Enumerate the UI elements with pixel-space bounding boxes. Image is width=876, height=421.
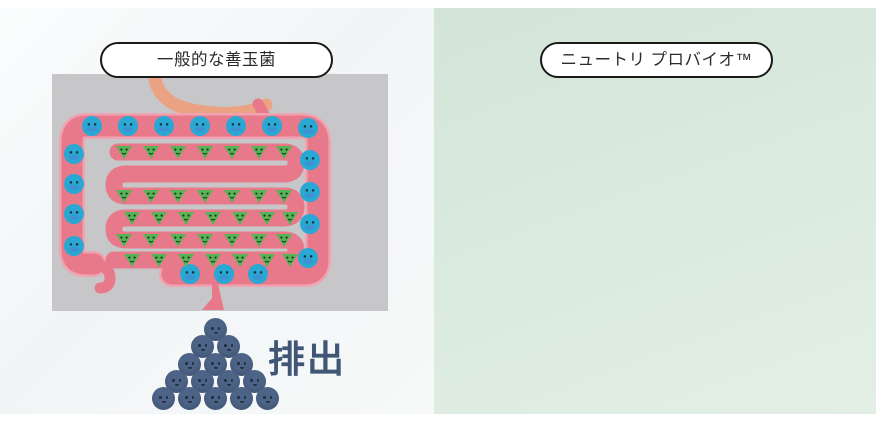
bacteria-blob — [178, 353, 201, 376]
bacteria-blob — [191, 370, 214, 393]
intestine-diagram-generic — [59, 74, 331, 310]
bacteria-blob — [191, 335, 214, 358]
nutri-probio-title-text: ニュートリ プロバイオ™ — [560, 50, 753, 69]
discharged-bacteria-pyramid — [150, 318, 280, 410]
bacteria-blob — [204, 387, 227, 410]
bacteria-blob — [204, 318, 227, 341]
bacteria-blob — [217, 370, 240, 393]
generic-intestine-illustration — [52, 74, 388, 311]
discharge-caption: 排出 — [268, 339, 346, 380]
bacteria-blob — [165, 370, 188, 393]
bacteria-blob — [152, 387, 175, 410]
bacteria-blob — [243, 370, 266, 393]
generic-probiotic-title-text: 一般的な善玉菌 — [157, 50, 276, 69]
bacteria-blob — [178, 387, 201, 410]
generic-probiotic-title-pill: 一般的な善玉菌 — [100, 42, 333, 78]
bacteria-blob — [204, 353, 227, 376]
bacteria-blob — [230, 353, 253, 376]
bacteria-blob — [230, 387, 253, 410]
bacteria-blob — [256, 387, 279, 410]
nutri-probio-title-pill: ニュートリ プロバイオ™ — [540, 42, 773, 78]
bacteria-blob — [217, 335, 240, 358]
